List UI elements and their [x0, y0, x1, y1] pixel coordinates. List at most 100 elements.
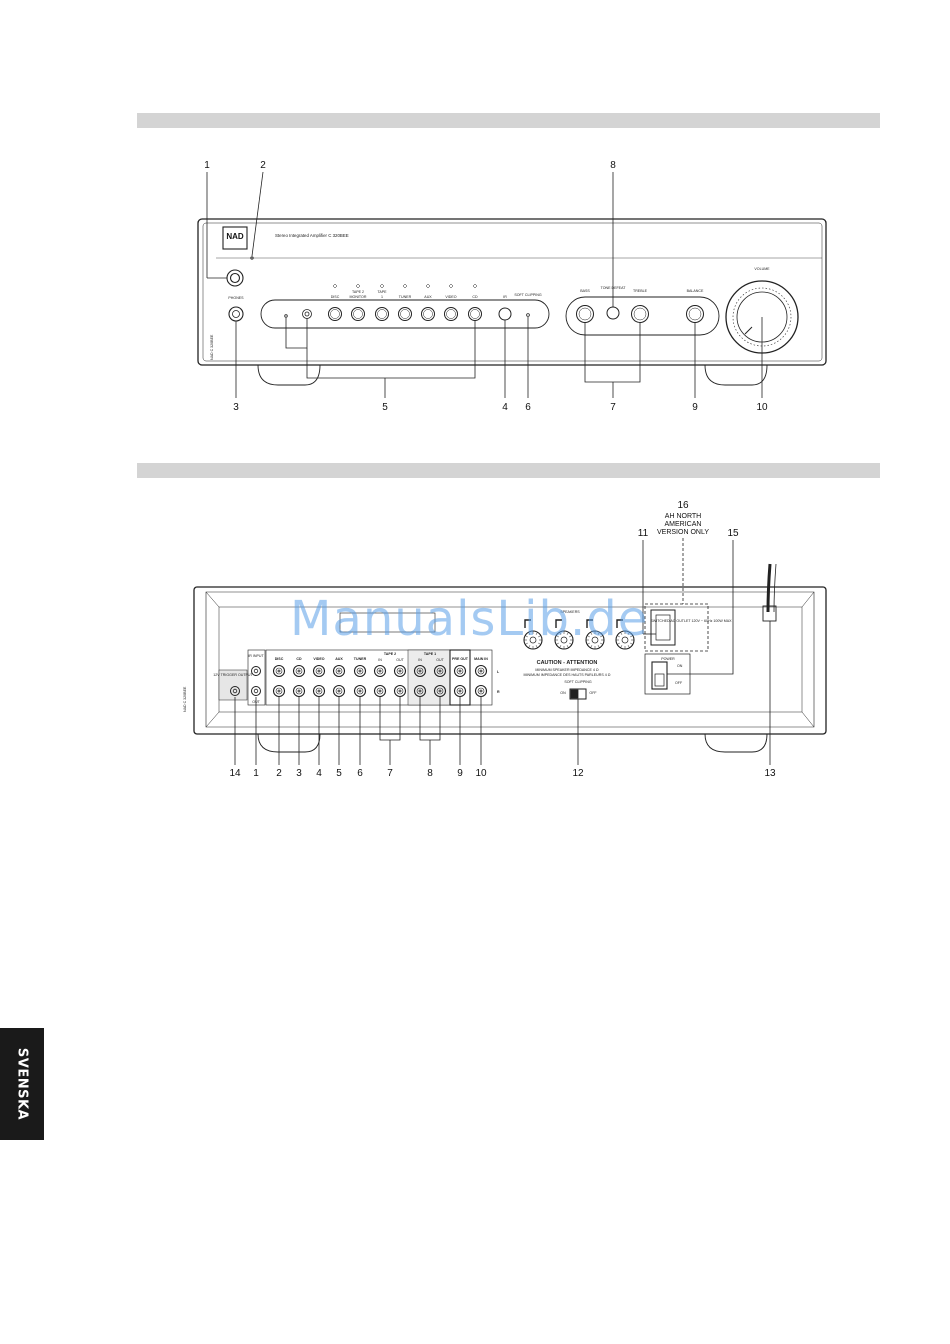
rca-jack-6-l[interactable] — [393, 664, 407, 678]
switched-ac-outlet[interactable] — [650, 609, 676, 646]
rca-jack-7-l[interactable] — [413, 664, 427, 678]
rca-jack-pin-5-0 — [378, 669, 382, 673]
source-button-inner-2 — [377, 309, 387, 319]
language-tab-label: SVENSKA — [14, 1047, 30, 1121]
volume-label: VOLUME — [754, 267, 770, 271]
phones-jack[interactable] — [228, 306, 244, 322]
speaker-terminal-tick-3-240 — [620, 632, 623, 635]
rca-jack-pin-2-1 — [317, 689, 321, 693]
rear-callout-10: 10 — [475, 768, 487, 779]
rear-callout-1: 1 — [253, 768, 259, 779]
note-line-1: AH NORTH — [664, 513, 702, 520]
speaker-terminal-center-1 — [560, 636, 568, 644]
soft-clip-off-label: OFF — [589, 691, 597, 695]
rca-jack-1-l[interactable] — [292, 664, 306, 678]
power-button[interactable] — [226, 269, 244, 287]
speaker-terminal-tick-1-120 — [559, 645, 562, 648]
front-callout-2: 2 — [260, 160, 266, 171]
jack-label-0: DISC — [275, 657, 284, 661]
speaker-terminals — [523, 619, 635, 650]
front-callout-6: 6 — [525, 402, 531, 413]
rca-jack-ring-10-0 — [477, 667, 485, 675]
jack-label-4: TUNER — [354, 657, 367, 661]
speaker-terminal-tick-2-330 — [600, 635, 603, 638]
switched-ac-label: SWITCHED AC OUTLET 120V ~ 60Hz 100W MAX — [650, 619, 732, 623]
ir-input-jack[interactable] — [251, 666, 261, 676]
speaker-terminal-tick-1-300 — [566, 632, 569, 635]
bass-label: BASS — [580, 289, 590, 293]
rca-jack-0-l[interactable] — [272, 664, 286, 678]
rca-jack-ring-3-1 — [335, 687, 343, 695]
rca-jack-5-l[interactable] — [373, 664, 387, 678]
tone-control-strip — [565, 296, 720, 336]
rca-jack-pin-10-1 — [479, 689, 483, 693]
phones-label: PHONES — [228, 296, 244, 300]
rear-side-text: NAD C 320BEE — [183, 686, 187, 712]
rca-jack-ring-0-1 — [275, 687, 283, 695]
rca-jack-10-r[interactable] — [474, 684, 488, 698]
trigger-output-jack[interactable] — [230, 686, 240, 696]
rca-jack-ring-7-1 — [416, 687, 424, 695]
source-button-0[interactable] — [328, 307, 342, 321]
source-button-2[interactable] — [375, 307, 389, 321]
speaker-terminal-tick-3-60 — [627, 645, 630, 648]
rca-jack-pin-7-1 — [418, 689, 422, 693]
rca-jack-4-l[interactable] — [353, 664, 367, 678]
rca-jack-0-r[interactable] — [272, 684, 286, 698]
tape-io-label-1: OUT — [396, 658, 404, 662]
rca-jack-pin-6-1 — [398, 689, 402, 693]
rca-jack-ring-10-1 — [477, 687, 485, 695]
soft-clipping-led — [526, 313, 530, 317]
rca-jack-9-l[interactable] — [453, 664, 467, 678]
rca-jack-pin-5-1 — [378, 689, 382, 693]
speaker-terminal-center-0 — [529, 636, 537, 644]
nad-logo — [222, 226, 248, 250]
right-channel-mark: R — [497, 690, 500, 694]
rca-jack-1-r[interactable] — [292, 684, 306, 698]
tone-defeat-button[interactable] — [606, 306, 620, 320]
rca-jack-4-r[interactable] — [353, 684, 367, 698]
rca-jack-9-r[interactable] — [453, 684, 467, 698]
rca-jack-2-r[interactable] — [312, 684, 326, 698]
source-indicator-0 — [332, 283, 338, 289]
rca-jack-7-r[interactable] — [413, 684, 427, 698]
source-button-inner-1 — [353, 309, 363, 319]
rear-soft-clipping-label: SOFT CLIPPING — [564, 680, 591, 684]
speaker-terminal-tick-1-240 — [559, 632, 562, 635]
rca-jack-ring-8-0 — [436, 667, 444, 675]
ir-window — [498, 307, 512, 321]
power-switch[interactable] — [651, 661, 668, 690]
source-button-4[interactable] — [421, 307, 435, 321]
speaker-terminal-tick-0-150 — [525, 642, 528, 645]
mp-input-jack[interactable] — [302, 309, 312, 319]
rca-jack-6-r[interactable] — [393, 684, 407, 698]
rca-jack-3-l[interactable] — [332, 664, 346, 678]
rca-jack-8-r[interactable] — [433, 684, 447, 698]
front-callout-1: 1 — [204, 160, 210, 171]
source-button-5[interactable] — [444, 307, 458, 321]
rear-panel-section-bar — [137, 463, 880, 478]
ir-output-jack[interactable] — [251, 686, 261, 696]
rca-jack-pin-6-0 — [398, 669, 402, 673]
caution-line-2: MINIMUM IMPEDANCE DES HAUTS PARLEURS 4 Ω — [524, 673, 611, 677]
source-button-1[interactable] — [351, 307, 365, 321]
jack-label-1: CD — [296, 657, 302, 661]
source-selector-strip — [260, 299, 550, 329]
rca-jack-pin-7-0 — [418, 669, 422, 673]
north-american-version-note: AH NORTH AMERICAN VERSION ONLY — [657, 513, 709, 537]
source-button-3[interactable] — [398, 307, 412, 321]
rca-jack-ring-6-1 — [396, 687, 404, 695]
speaker-terminal-tick-3-210 — [617, 635, 620, 638]
model-text: Stereo Integrated Amplifier C 320BEE — [275, 233, 349, 238]
rca-jack-2-l[interactable] — [312, 664, 326, 678]
rca-jack-pin-1-0 — [297, 669, 301, 673]
nad-logo-text: NAD — [226, 232, 244, 241]
rca-jack-5-r[interactable] — [373, 684, 387, 698]
speaker-terminal-tick-2-60 — [597, 645, 600, 648]
speaker-bracket-3 — [616, 619, 623, 628]
rca-jack-10-l[interactable] — [474, 664, 488, 678]
switched-ac-outlet-region — [644, 603, 709, 652]
rca-jack-3-r[interactable] — [332, 684, 346, 698]
rca-jack-8-l[interactable] — [433, 664, 447, 678]
standby-led — [250, 256, 254, 260]
